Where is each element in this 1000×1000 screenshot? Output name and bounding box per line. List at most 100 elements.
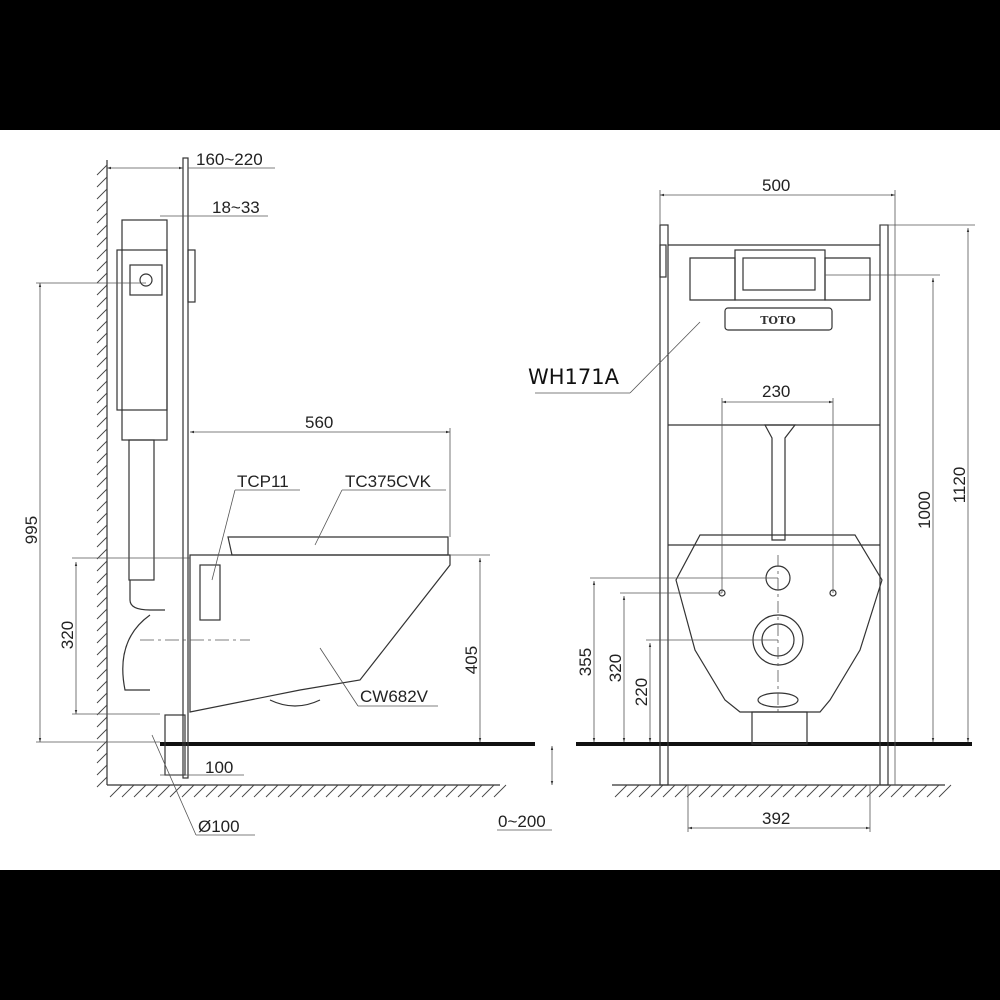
hatch-line [96, 248, 108, 260]
cover-label: TC375CVK [345, 472, 432, 491]
hatch-line [481, 784, 495, 798]
side-view: 160~220 18~33 560 TCP11 TC375CVK 995 320… [22, 150, 554, 836]
hatch-line [96, 368, 108, 380]
dim-foot-spacing: 392 [762, 809, 790, 828]
hatch-line [181, 784, 195, 798]
dim-floor-adjust: 0~200 [498, 812, 546, 831]
hatch-line [96, 476, 108, 488]
dim-frame-width: 500 [762, 176, 790, 195]
hatch-line [96, 644, 108, 656]
hatch-line [96, 236, 108, 248]
hatch-line [96, 452, 108, 464]
hatch-line [698, 784, 712, 798]
hatch-line [457, 784, 471, 798]
hatch-line [277, 784, 291, 798]
hatch-line [121, 784, 135, 798]
installation-frame: TOTO [659, 224, 889, 786]
hatch-line [145, 784, 159, 798]
wall [96, 160, 108, 788]
hatch-line [96, 752, 108, 764]
dim-pipe-offset: 100 [205, 758, 233, 777]
hatch-line [493, 784, 507, 798]
hatch-line [96, 164, 108, 176]
dim-total-height: 995 [22, 516, 41, 544]
hatch-line [662, 784, 676, 798]
hatch-line [96, 416, 108, 428]
dim-flush-height: 1000 [915, 491, 934, 529]
hatch-line [265, 784, 279, 798]
hatch-line [794, 784, 808, 798]
toilet-bowl-side [122, 536, 451, 713]
hatch-line [830, 784, 844, 798]
hatch-line [469, 784, 483, 798]
hatch-line [626, 784, 640, 798]
hatch-line [96, 488, 108, 500]
hatch-line [674, 784, 688, 798]
frame-label: WH171A [528, 365, 620, 389]
hatch-line [421, 784, 435, 798]
hatch-line [96, 512, 108, 524]
hatch-line [96, 428, 108, 440]
hatch-line [96, 632, 108, 644]
hatch-line [96, 500, 108, 512]
hatch-line [758, 784, 772, 798]
toto-logo: TOTO [760, 314, 796, 327]
bowl-label: CW682V [360, 687, 429, 706]
hatch-line [806, 784, 820, 798]
hatch-line [96, 272, 108, 284]
hatch-line [96, 320, 108, 332]
dim-rim-height: 405 [462, 646, 481, 674]
hatch-line [650, 784, 664, 798]
hatch-line [902, 784, 916, 798]
hatch-line [409, 784, 423, 798]
hatch-line [253, 784, 267, 798]
hatch-line [96, 764, 108, 776]
hatch-line [96, 392, 108, 404]
hatch-line [337, 784, 351, 798]
hatch-line [878, 784, 892, 798]
hatch-line [746, 784, 760, 798]
dim-outlet-height: 320 [58, 621, 77, 649]
seat-label: TCP11 [237, 472, 289, 491]
floor-hatch [614, 784, 952, 798]
hatch-line [782, 784, 796, 798]
hatch-line [313, 784, 327, 798]
hatch-line [96, 692, 108, 704]
hatch-line [770, 784, 784, 798]
installation-drawing: 160~220 18~33 560 TCP11 TC375CVK 995 320… [22, 150, 975, 836]
hatch-line [96, 776, 108, 788]
dim-outlet-height-front: 220 [632, 678, 651, 706]
hatch-line [433, 784, 447, 798]
hatch-line [614, 784, 628, 798]
hatch-line [361, 784, 375, 798]
hatch-line [109, 784, 123, 798]
hatch-line [722, 784, 736, 798]
hatch-line [914, 784, 928, 798]
hatch-line [96, 524, 108, 536]
hatch-line [96, 728, 108, 740]
hatch-line [96, 668, 108, 680]
hatch-line [96, 620, 108, 632]
hatch-line [818, 784, 832, 798]
hatch-line [96, 716, 108, 728]
hatch-line [96, 212, 108, 224]
hatch-line [96, 308, 108, 320]
hatch-line [96, 464, 108, 476]
hatch-line [96, 356, 108, 368]
hatch-line [96, 200, 108, 212]
cistern-frame [116, 157, 196, 779]
hatch-line [96, 296, 108, 308]
hatch-line [325, 784, 339, 798]
hatch-line [96, 284, 108, 296]
hatch-line [445, 784, 459, 798]
hatch-line [349, 784, 363, 798]
hatch-line [96, 260, 108, 272]
hatch-line [96, 440, 108, 452]
hatch-line [938, 784, 952, 798]
hatch-line [241, 784, 255, 798]
hatch-line [301, 784, 315, 798]
hatch-line [96, 680, 108, 692]
hatch-line [96, 188, 108, 200]
hatch-line [96, 332, 108, 344]
dim-wall-to-frame: 160~220 [196, 150, 263, 169]
